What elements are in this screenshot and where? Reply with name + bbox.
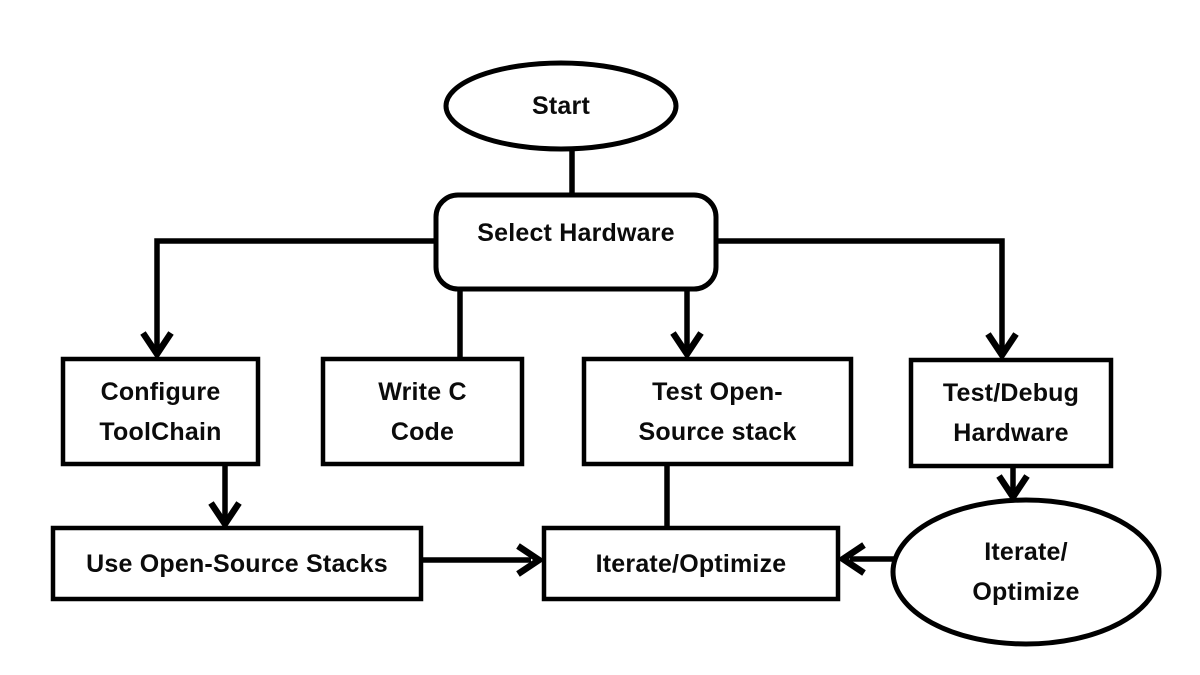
start-node-shape — [443, 60, 679, 152]
select-hardware-node-shape — [433, 192, 719, 292]
arrowhead-use-stacks — [208, 501, 242, 530]
iterate-optimize-loop-node-shape — [890, 497, 1162, 647]
write-c-code-node-shape — [320, 356, 525, 467]
arrowhead-iterate-from-use — [516, 543, 545, 577]
arrowhead-configure-toolchain — [140, 331, 174, 360]
arrowhead-test-debug-hardware — [985, 332, 1019, 361]
edge-select-to-configure-toolchain — [154, 238, 438, 348]
edge-select-to-test-debug-hardware — [714, 238, 1005, 349]
arrowhead-iterate-from-loop — [837, 542, 866, 576]
iterate-optimize-node-shape — [541, 525, 841, 602]
use-open-source-stacks-node-shape — [50, 525, 424, 602]
test-debug-hardware-node-shape — [908, 357, 1114, 469]
test-open-source-node-shape — [581, 356, 854, 467]
arrowhead-iterate-loop — [996, 474, 1030, 503]
arrowhead-test-open-source — [670, 331, 704, 360]
configure-toolchain-node-shape — [60, 356, 261, 467]
